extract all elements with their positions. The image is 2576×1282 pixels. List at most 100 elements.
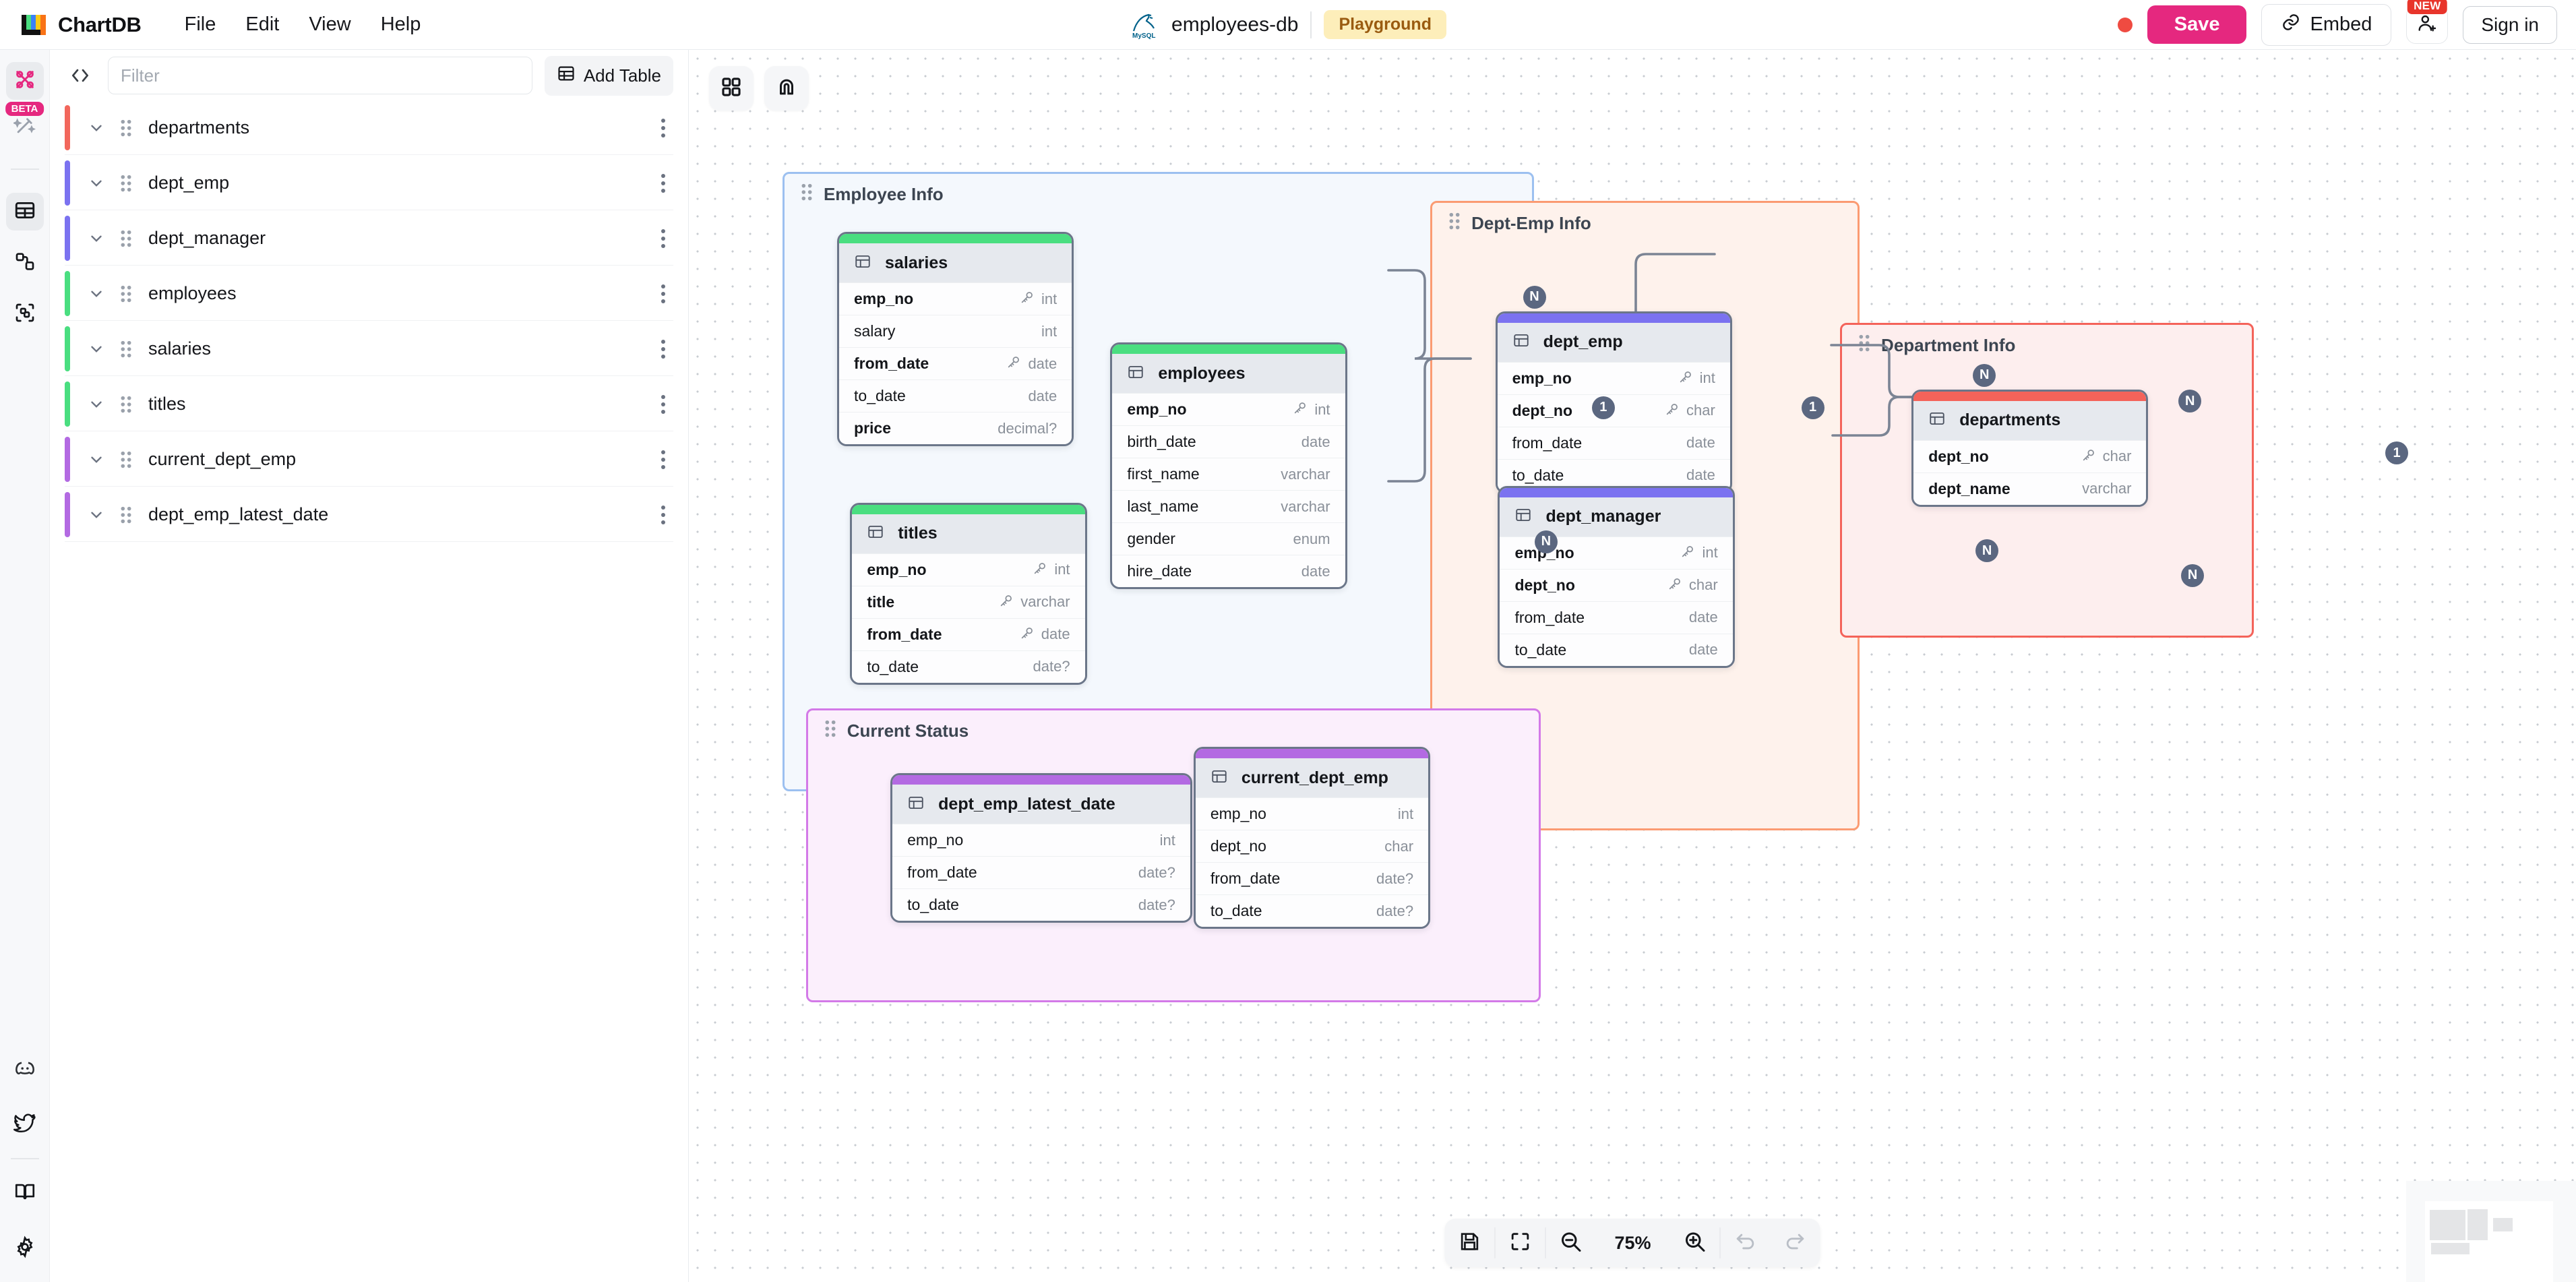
docs-book-icon-button[interactable] bbox=[6, 1174, 44, 1212]
add-table-button[interactable]: Add Table bbox=[544, 55, 673, 96]
chevron-down-icon[interactable] bbox=[88, 230, 105, 247]
drag-handle-icon[interactable] bbox=[119, 339, 133, 359]
table-list-item[interactable]: salaries bbox=[65, 322, 673, 376]
drag-handle-icon[interactable] bbox=[799, 182, 814, 207]
chevron-down-icon[interactable] bbox=[88, 340, 105, 358]
table-options-icon[interactable] bbox=[660, 283, 667, 305]
table-list-item[interactable]: titles bbox=[65, 377, 673, 431]
discord-icon-button[interactable] bbox=[6, 1051, 44, 1089]
drag-handle-icon[interactable] bbox=[119, 118, 133, 138]
table-node-header[interactable]: titles bbox=[852, 514, 1085, 553]
chevron-down-icon[interactable] bbox=[88, 451, 105, 468]
chevron-down-icon[interactable] bbox=[88, 396, 105, 413]
drag-handle-icon[interactable] bbox=[823, 719, 838, 743]
menu-help[interactable]: Help bbox=[380, 13, 421, 35]
table-options-icon[interactable] bbox=[660, 394, 667, 415]
drag-handle-icon[interactable] bbox=[119, 450, 133, 470]
minimap[interactable] bbox=[2406, 1181, 2576, 1282]
zoom-level-label[interactable]: 75% bbox=[1614, 1232, 1651, 1253]
table-node-header[interactable]: current_dept_emp bbox=[1195, 758, 1429, 798]
twitter-icon-button[interactable] bbox=[6, 1105, 44, 1143]
menu-edit[interactable]: Edit bbox=[245, 13, 280, 35]
table-node-header[interactable]: dept_emp_latest_date bbox=[892, 785, 1190, 824]
drag-handle-icon[interactable] bbox=[1447, 211, 1462, 236]
redo-icon-button[interactable] bbox=[1771, 1219, 1820, 1267]
drag-handle-icon[interactable] bbox=[1857, 333, 1872, 358]
table-options-icon[interactable] bbox=[660, 173, 667, 194]
table-options-icon[interactable] bbox=[660, 228, 667, 249]
save-button[interactable]: Save bbox=[2147, 5, 2247, 44]
db-table-node[interactable]: dept_manageremp_nointdept_nocharfrom_dat… bbox=[1498, 485, 1735, 668]
undo-icon-button[interactable] bbox=[1721, 1219, 1771, 1267]
chevron-down-icon[interactable] bbox=[88, 175, 105, 192]
table-list-item[interactable]: departments bbox=[65, 101, 673, 155]
table-list-item[interactable]: dept_manager bbox=[65, 212, 673, 266]
sign-in-button[interactable]: Sign in bbox=[2463, 5, 2557, 44]
table-list-item[interactable]: dept_emp_latest_date bbox=[65, 488, 673, 542]
magnet-snap-icon-button[interactable] bbox=[764, 66, 809, 111]
fit-view-icon-button[interactable] bbox=[1496, 1219, 1545, 1267]
drag-handle-icon[interactable] bbox=[119, 394, 133, 415]
drag-handle-icon[interactable] bbox=[119, 284, 133, 304]
table-options-icon[interactable] bbox=[660, 117, 667, 139]
embed-button[interactable]: Embed bbox=[2261, 3, 2392, 46]
zoom-out-icon-button[interactable] bbox=[1546, 1219, 1596, 1267]
table-node-header[interactable]: departments bbox=[1913, 400, 2147, 440]
table-options-icon[interactable] bbox=[660, 449, 667, 470]
table-node-header[interactable]: dept_emp bbox=[1497, 322, 1730, 362]
drag-handle-icon[interactable] bbox=[119, 173, 133, 193]
relationships-icon-button[interactable] bbox=[6, 244, 44, 282]
chevron-down-icon[interactable] bbox=[88, 285, 105, 303]
show-all-icon-button[interactable] bbox=[709, 66, 754, 111]
table-list-item[interactable]: current_dept_emp bbox=[65, 433, 673, 487]
table-node-header[interactable]: employees bbox=[1112, 354, 1345, 394]
diagram-name[interactable]: employees-db bbox=[1171, 13, 1299, 36]
table-options-icon[interactable] bbox=[660, 338, 667, 360]
table-node-header[interactable]: salaries bbox=[839, 243, 1072, 283]
menu-view[interactable]: View bbox=[309, 13, 351, 35]
tables-icon-button[interactable] bbox=[5, 193, 44, 231]
table-list-item[interactable]: employees bbox=[65, 267, 673, 321]
magic-wand-icon-button[interactable]: BETA bbox=[5, 102, 44, 146]
settings-gear-icon-button[interactable] bbox=[6, 1229, 44, 1267]
menu-file[interactable]: File bbox=[184, 13, 216, 35]
table-list-item[interactable]: dept_emp bbox=[65, 156, 673, 210]
code-toggle-icon[interactable] bbox=[65, 60, 96, 91]
filter-input[interactable] bbox=[108, 57, 532, 94]
add-user-button[interactable]: NEW bbox=[2406, 0, 2449, 44]
